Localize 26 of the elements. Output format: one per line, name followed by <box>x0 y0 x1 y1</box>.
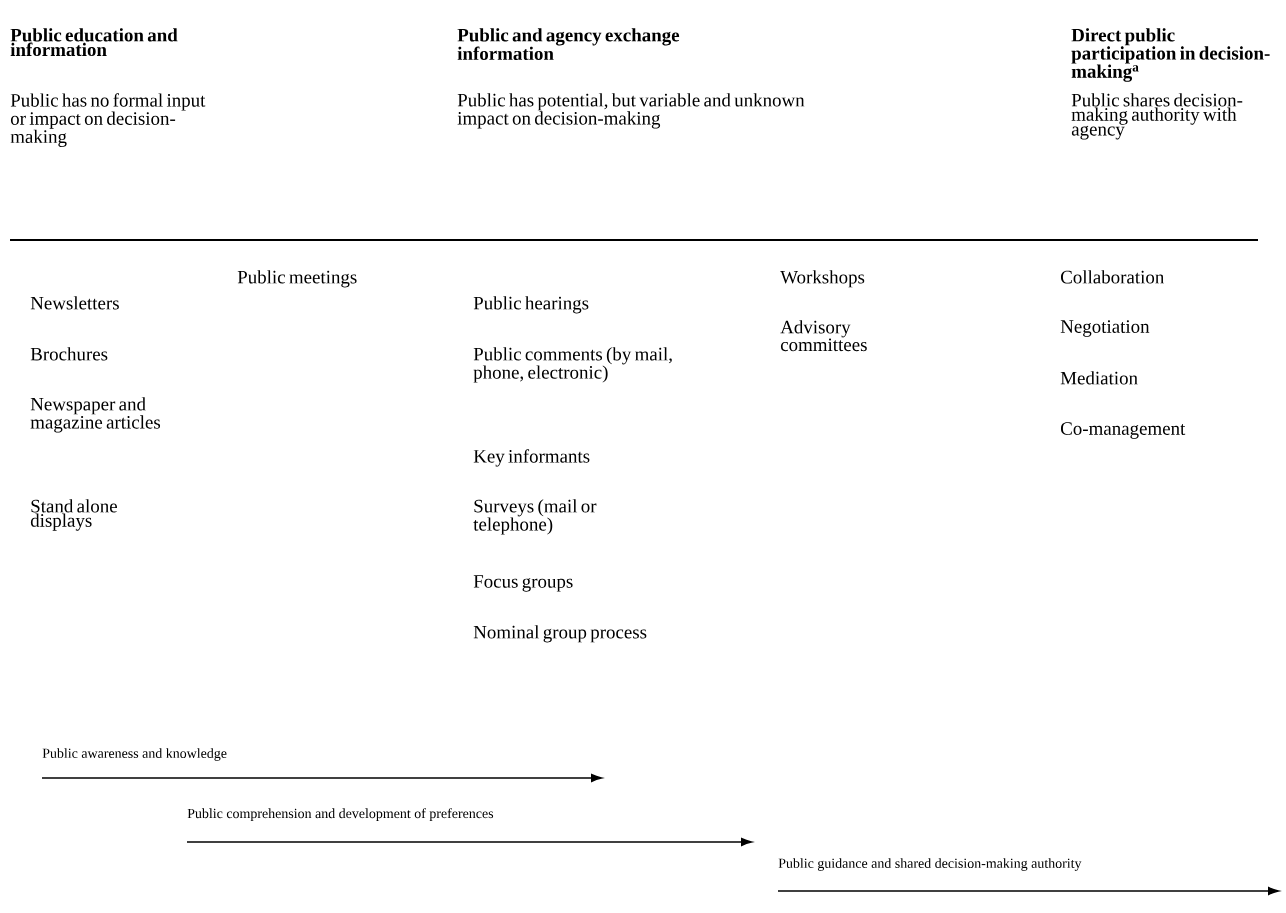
arrow-label: Public guidance and shared decision-making authority <box>778 858 1082 871</box>
method-label: Surveys (mail or telephone) <box>473 499 597 535</box>
method-label: Co-management <box>1061 422 1186 439</box>
method-label: Nominal group process <box>473 625 647 643</box>
method-label: Key informants <box>473 449 590 467</box>
column-description: Public has potential, but variable and unknown impact on decision-making <box>457 93 805 129</box>
method-label: Brochures <box>30 347 108 361</box>
column-description: Public has no formal input or impact on decision-making <box>10 93 206 147</box>
arrow-label: Public comprehension and development of preferences <box>187 808 494 821</box>
method-label: Newsletters <box>30 296 119 310</box>
column-heading: Public and agency exchange information <box>457 28 680 60</box>
method-label: Public hearings <box>473 296 589 314</box>
method-label: Negotiation <box>1060 320 1150 337</box>
method-label: Stand alone displays <box>30 499 117 531</box>
column-heading: Public education and information <box>10 28 178 57</box>
column-description: Public shares decision-making authority with agency <box>1071 93 1243 140</box>
method-label: Focus groups <box>473 575 573 592</box>
arrow-label: Public awareness and knowledge <box>42 748 227 761</box>
method-label: Mediation <box>1060 371 1138 385</box>
column-heading: Direct public participation in decision-making$^{a}$ <box>1071 28 1270 82</box>
method-label: Public meetings <box>237 270 357 288</box>
method-label: Collaboration <box>1061 270 1164 284</box>
method-label: Public comments (by mail, phone, electronic) <box>473 347 672 383</box>
method-label: Workshops <box>780 270 865 288</box>
method-label: Advisory committees <box>780 320 867 352</box>
method-label: Newspaper and magazine articles <box>30 397 161 433</box>
